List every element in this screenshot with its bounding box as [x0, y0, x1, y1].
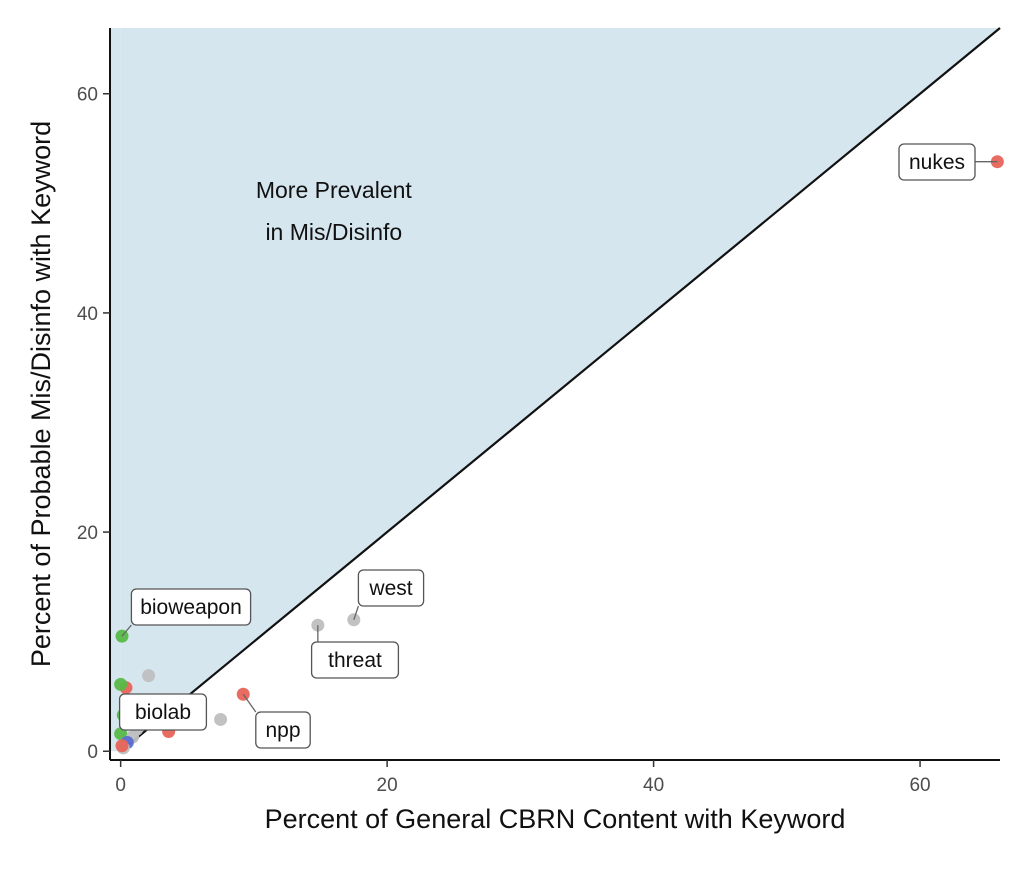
label-text-nukes: nukes	[909, 151, 965, 174]
label-text-west: west	[368, 577, 412, 600]
label-text-biolab: biolab	[135, 701, 191, 724]
data-point	[142, 669, 156, 683]
x-tick-label: 20	[377, 775, 398, 796]
label-box	[255, 711, 311, 749]
y-tick-label: 40	[77, 304, 98, 325]
label-box	[130, 588, 252, 626]
y-tick-label: 0	[87, 742, 98, 763]
label-west: west	[353, 569, 425, 620]
label-text-npp: npp	[265, 719, 300, 742]
x-axis-title: Percent of General CBRN Content with Key…	[265, 804, 846, 834]
label-text-bioweapon: bioweapon	[140, 596, 242, 619]
label-text-threat: threat	[328, 649, 382, 672]
y-tick-label: 20	[77, 523, 98, 544]
label-box	[118, 693, 208, 731]
label-box	[357, 569, 425, 607]
y-tick-label: 60	[77, 85, 98, 106]
reference-line	[119, 27, 1001, 753]
label-box	[310, 641, 400, 679]
label-nukes: nukes	[898, 143, 998, 181]
x-tick-label: 40	[643, 775, 664, 796]
x-tick-label: 60	[909, 775, 930, 796]
label-connector	[121, 624, 132, 637]
label-biolab: biolab	[118, 693, 208, 731]
data-point	[214, 712, 228, 726]
label-bioweapon: bioweapon	[121, 588, 252, 637]
label-connector	[242, 693, 257, 713]
data-point	[115, 739, 129, 753]
region-label-line: in Mis/Disinfo	[265, 219, 402, 245]
data-point	[114, 677, 128, 691]
label-connector	[353, 605, 360, 620]
y-axis-title: Percent of Probable Mis/Disinfo with Key…	[26, 121, 56, 667]
label-npp: npp	[242, 693, 311, 749]
label-box	[898, 143, 976, 181]
shaded-region-left-strip	[110, 28, 121, 752]
region-label-line: More Prevalent	[256, 177, 413, 203]
label-threat: threat	[310, 625, 400, 679]
x-tick-label: 0	[115, 775, 126, 796]
